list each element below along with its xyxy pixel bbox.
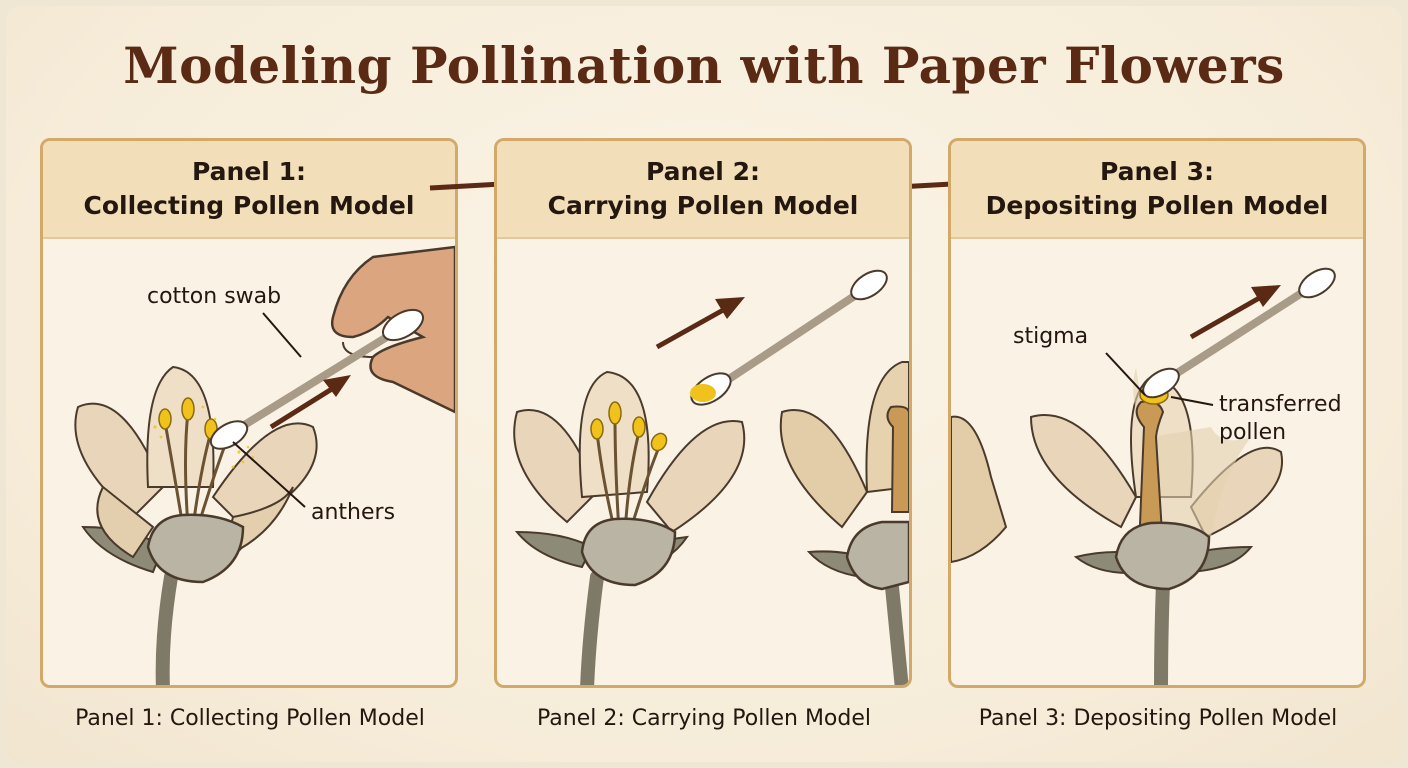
leader-transferred-pollen	[1170, 396, 1214, 406]
panel-1-header: Panel 1: Collecting Pollen Model	[43, 141, 455, 239]
panel-2: Panel 2: Carrying Pollen Model	[494, 138, 912, 688]
flower-cup	[146, 513, 245, 584]
petal-left	[1029, 413, 1138, 529]
flower-1-petal-right	[645, 420, 746, 534]
label-stigma: stigma	[1013, 324, 1088, 349]
flower-1-stem	[580, 570, 604, 685]
cotton-swab-tip-upper	[382, 308, 424, 342]
label-cotton-swab: cotton swab	[147, 284, 281, 309]
petal-shadow	[1133, 367, 1251, 537]
motion-arrow-line	[1189, 294, 1263, 340]
panel-3-caption: Panel 3: Depositing Pollen Model	[978, 706, 1338, 731]
cotton-swab-tip-upper	[850, 269, 888, 301]
flower-1-cup	[580, 517, 677, 587]
leader-anthers	[232, 441, 306, 508]
panel-3: Panel 3: Depositing Pollen Model stigma …	[948, 138, 1366, 688]
motion-arrow-head	[715, 297, 745, 319]
cotton-swab-tip-upper	[1298, 267, 1336, 299]
panel-1-illustration: cotton swab anthers	[74, 245, 455, 685]
flower-stem	[155, 570, 178, 685]
cotton-swab-stick	[725, 285, 869, 383]
flower-2-pistil	[886, 405, 909, 513]
label-anthers: anthers	[311, 500, 395, 525]
panel-3-illustration: stigma transferred pollen	[951, 267, 1342, 685]
panel-2-header-number: Panel 2:	[646, 157, 760, 186]
motion-arrow-head	[1251, 285, 1281, 307]
panel-1-header-title: Collecting Pollen Model	[83, 191, 415, 220]
panel-3-header: Panel 3: Depositing Pollen Model	[951, 141, 1363, 239]
pollen-on-swab	[690, 384, 716, 402]
panel-3-header-number: Panel 3:	[1100, 157, 1214, 186]
label-transferred: transferred	[1219, 392, 1342, 417]
flower-overlap-petal	[951, 415, 1008, 564]
panel-2-header-title: Carrying Pollen Model	[547, 191, 859, 220]
pollen-dust	[153, 405, 255, 469]
leader-cotton-swab	[262, 312, 302, 358]
flower-stem	[1154, 575, 1170, 685]
petal-left	[74, 402, 165, 519]
hand-illustration	[330, 245, 455, 414]
motion-arrow-head	[323, 375, 351, 397]
flower-2-stem	[885, 580, 909, 685]
panel-1-header-number: Panel 1:	[192, 157, 306, 186]
panel-2-illustration	[513, 269, 909, 685]
cotton-swab-stick	[229, 323, 407, 436]
flower-2-cup	[845, 520, 909, 591]
leader-stigma	[1105, 352, 1146, 396]
label-pollen: pollen	[1219, 420, 1286, 445]
cotton-swab-stick	[1167, 283, 1315, 381]
motion-arrow-line	[655, 306, 727, 350]
motion-arrow-line	[269, 384, 337, 430]
petal-front-left	[96, 485, 155, 559]
flower-cup	[1114, 521, 1211, 591]
panel-1: Panel 1: Collecting Pollen Model	[40, 138, 458, 688]
flower-2-petal-left	[779, 409, 869, 529]
panel-2-caption: Panel 2: Carrying Pollen Model	[536, 706, 872, 731]
panel-2-header: Panel 2: Carrying Pollen Model	[497, 141, 909, 239]
flower-1-sepal-left	[514, 530, 594, 569]
page-title: Modeling Pollination with Paper Flowers	[123, 36, 1285, 95]
panel-3-header-title: Depositing Pollen Model	[985, 191, 1329, 220]
panel-1-caption: Panel 1: Collecting Pollen Model	[75, 706, 425, 731]
flower-1-anthers	[590, 401, 668, 452]
